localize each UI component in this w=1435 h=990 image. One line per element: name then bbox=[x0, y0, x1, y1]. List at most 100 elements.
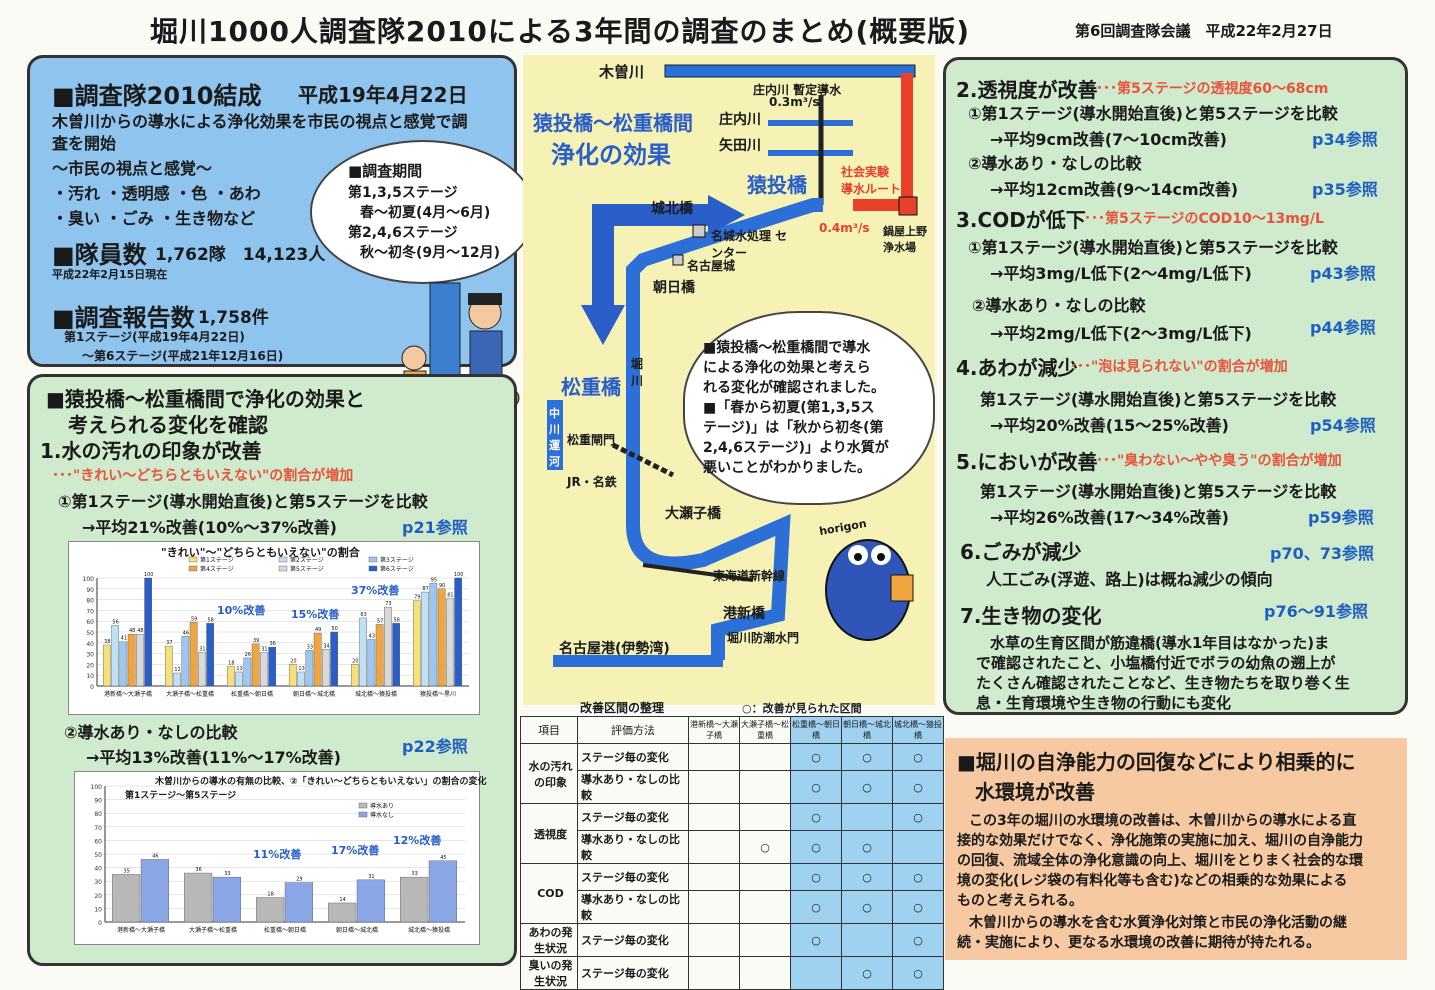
members-value: 1,762隊 14,123人 bbox=[155, 245, 326, 265]
summary-mark-cell bbox=[739, 956, 791, 990]
s2-title: 2.透視度が改善 bbox=[956, 78, 1098, 102]
legend-swatch bbox=[278, 556, 288, 563]
s5-a-result: →平均26%改善(17～34%改善) bbox=[990, 508, 1229, 527]
legend-swatch bbox=[358, 802, 368, 809]
chart-1-title: "きれい"～"どちらともいえない"の割合 bbox=[161, 546, 360, 559]
x-tick-label: 松重橋～朝日橋 bbox=[231, 690, 273, 698]
bar-value-label: 20 bbox=[290, 658, 296, 664]
map-panel: 木曽川 庄内川 暫定導水 0.3m³/s 庄内川 矢田川 猿投橋～松重橋間 浄化… bbox=[523, 55, 935, 705]
finding-line-5: テージ)」は「秋から初冬(第 bbox=[703, 420, 884, 436]
summary-mark-cell: ○ bbox=[739, 830, 791, 864]
bar-value-label: 33 bbox=[411, 871, 417, 877]
finding-line-2: による浄化の効果と考えら bbox=[703, 360, 871, 376]
s5-a-ref: p59参照 bbox=[1308, 508, 1374, 527]
conclusion-title-1: ■堀川の自浄能力の回復などにより相乗的に bbox=[957, 750, 1356, 774]
s2-note: ･･･第5ステージの透視度60～68cm bbox=[1096, 81, 1329, 97]
summary-mark-cell bbox=[739, 803, 791, 831]
legend-label: 導水あり bbox=[370, 802, 394, 810]
s3-note: ･･･第5ステージのCOD10～13mg/L bbox=[1084, 211, 1324, 227]
bar-value-label: 95 bbox=[431, 577, 437, 583]
bar-value-label: 31 bbox=[368, 874, 374, 880]
y-tick-label: 60 bbox=[86, 619, 94, 626]
finding-line-4: ■「春から初夏(第1,3,5ス bbox=[703, 400, 875, 416]
s4-a-ref: p54参照 bbox=[1310, 416, 1376, 435]
summary-mark-cell: ○ bbox=[841, 863, 893, 891]
bar bbox=[112, 874, 141, 923]
bar bbox=[429, 583, 438, 687]
conclusion-title-2: 水環境が改善 bbox=[975, 780, 1095, 804]
bar-value-label: 34 bbox=[323, 643, 329, 649]
s2-b-result: →平均12cm改善(9～14cm改善) bbox=[990, 180, 1239, 199]
bar bbox=[268, 646, 277, 687]
summary-method: 導水あり・なしの比較 bbox=[577, 890, 689, 924]
bar bbox=[454, 577, 462, 687]
label-port: 名古屋港(伊勢湾) bbox=[559, 641, 670, 657]
summary-item-label: 臭いの発生状況 bbox=[520, 956, 578, 990]
s2-b: ②導水あり・なしの比較 bbox=[968, 154, 1142, 173]
summary-col-method: 評価方法 bbox=[577, 716, 689, 744]
bar-value-label: 37 bbox=[166, 640, 172, 646]
summary-mark-cell: ○ bbox=[841, 743, 893, 771]
s3-a-ref: p43参照 bbox=[1310, 264, 1376, 283]
label-matsushige-gate: 松重閘門 bbox=[567, 433, 616, 447]
label-bouchou: 堀川防潮水門 bbox=[727, 631, 800, 645]
bar bbox=[255, 897, 285, 923]
s4-note: ･･･"泡は見られない"の割合が増加 bbox=[1070, 359, 1288, 375]
s5-a: 第1ステージ(導水開始直後)と第5ステージを比較 bbox=[980, 482, 1337, 501]
label-shonai: 庄内川 bbox=[719, 112, 761, 128]
bar bbox=[351, 664, 359, 687]
page-title: 堀川1000人調査隊2010による3年間の調査のまとめ(概要版) bbox=[150, 15, 971, 48]
summary-title: 改善区間の整理 bbox=[580, 701, 665, 715]
bar-value-label: 26 bbox=[245, 652, 251, 658]
bar-value-label: 59 bbox=[191, 616, 197, 622]
bar-value-label: 90 bbox=[439, 583, 445, 589]
section-1-note: ･･･"きれい～どちらともいえない"の割合が増加 bbox=[52, 468, 354, 484]
legend-label: 第2ステージ bbox=[290, 556, 324, 564]
label-nagoya-castle: 名古屋城 bbox=[687, 259, 736, 273]
bar-value-label: 14 bbox=[339, 897, 345, 903]
summary-mark-cell: ○ bbox=[790, 863, 842, 891]
summary-mark-cell bbox=[739, 923, 791, 957]
bar-value-label: 48 bbox=[129, 628, 135, 634]
label-kisogawa: 木曽川 bbox=[599, 63, 645, 81]
bar bbox=[251, 643, 260, 687]
bar-value-label: 18 bbox=[267, 892, 273, 898]
chart-2-title: 木曽川からの導水の有無の比較、②「きれい～どちらともいえない」の割合の変化 bbox=[155, 777, 487, 787]
x-tick-label: 城北橋～猿投橋 bbox=[408, 926, 450, 934]
bar bbox=[127, 633, 136, 687]
bar bbox=[428, 860, 457, 923]
s7-ref: p76～91参照 bbox=[1264, 602, 1368, 621]
bar bbox=[413, 600, 421, 687]
section-1-b-result: →平均13%改善(11%～17%改善) bbox=[86, 748, 341, 767]
formation-panel: ■調査隊2010結成 平成19年4月22日 木曽川からの導水による浄化効果を市民… bbox=[27, 55, 536, 414]
finding-line-3: れる変化が確認されました。 bbox=[703, 380, 885, 396]
s4-title: 4.あわが減少 bbox=[956, 356, 1078, 380]
legend-label: 第4ステージ bbox=[200, 565, 234, 573]
summary-col-item: 項目 bbox=[520, 716, 578, 744]
bar bbox=[392, 623, 400, 687]
items-line-1: ・汚れ ・透明感 ・色 ・あわ bbox=[52, 184, 261, 203]
section-1-title: 1.水の汚れの印象が改善 bbox=[40, 439, 262, 463]
conclusion-panel: ■堀川の自浄能力の回復などにより相乗的に 水環境が改善 この3年の堀川の水環境の… bbox=[945, 738, 1407, 960]
bar-value-label: 48 bbox=[137, 628, 143, 634]
bar-value-label: 49 bbox=[315, 627, 321, 633]
bar bbox=[327, 902, 357, 923]
conclusion-p1: この3年の堀川の水環境の改善は、木曽川からの導水による直 bbox=[969, 813, 1357, 829]
formation-title: ■調査隊2010結成 bbox=[52, 82, 262, 110]
bar bbox=[400, 876, 429, 923]
legend-swatch bbox=[358, 811, 368, 818]
bar bbox=[437, 588, 446, 687]
label-shonai-provisional: 庄内川 暫定導水 bbox=[753, 83, 842, 97]
bar bbox=[297, 671, 305, 687]
bar bbox=[243, 657, 252, 687]
summary-row: 臭いの発生状況ステージ毎の変化○○ bbox=[520, 956, 944, 990]
bar-value-label: 36 bbox=[195, 867, 201, 873]
summary-col-0: 港新橋～大瀬子橋 bbox=[688, 716, 740, 744]
s4-a-result: →平均20%改善(15～25%改善) bbox=[990, 416, 1229, 435]
chart-2-plot: 01020304050607080901003546港新橋～大瀬子橋3633大瀬… bbox=[91, 784, 465, 934]
bar-value-label: 31 bbox=[199, 647, 205, 653]
bar-value-label: 33 bbox=[224, 871, 230, 877]
summary-row: 導水あり・なしの比較○○○ bbox=[521, 770, 944, 804]
bar bbox=[183, 872, 213, 923]
label-nabeya: 鍋屋上野 浄水場 bbox=[883, 225, 927, 254]
